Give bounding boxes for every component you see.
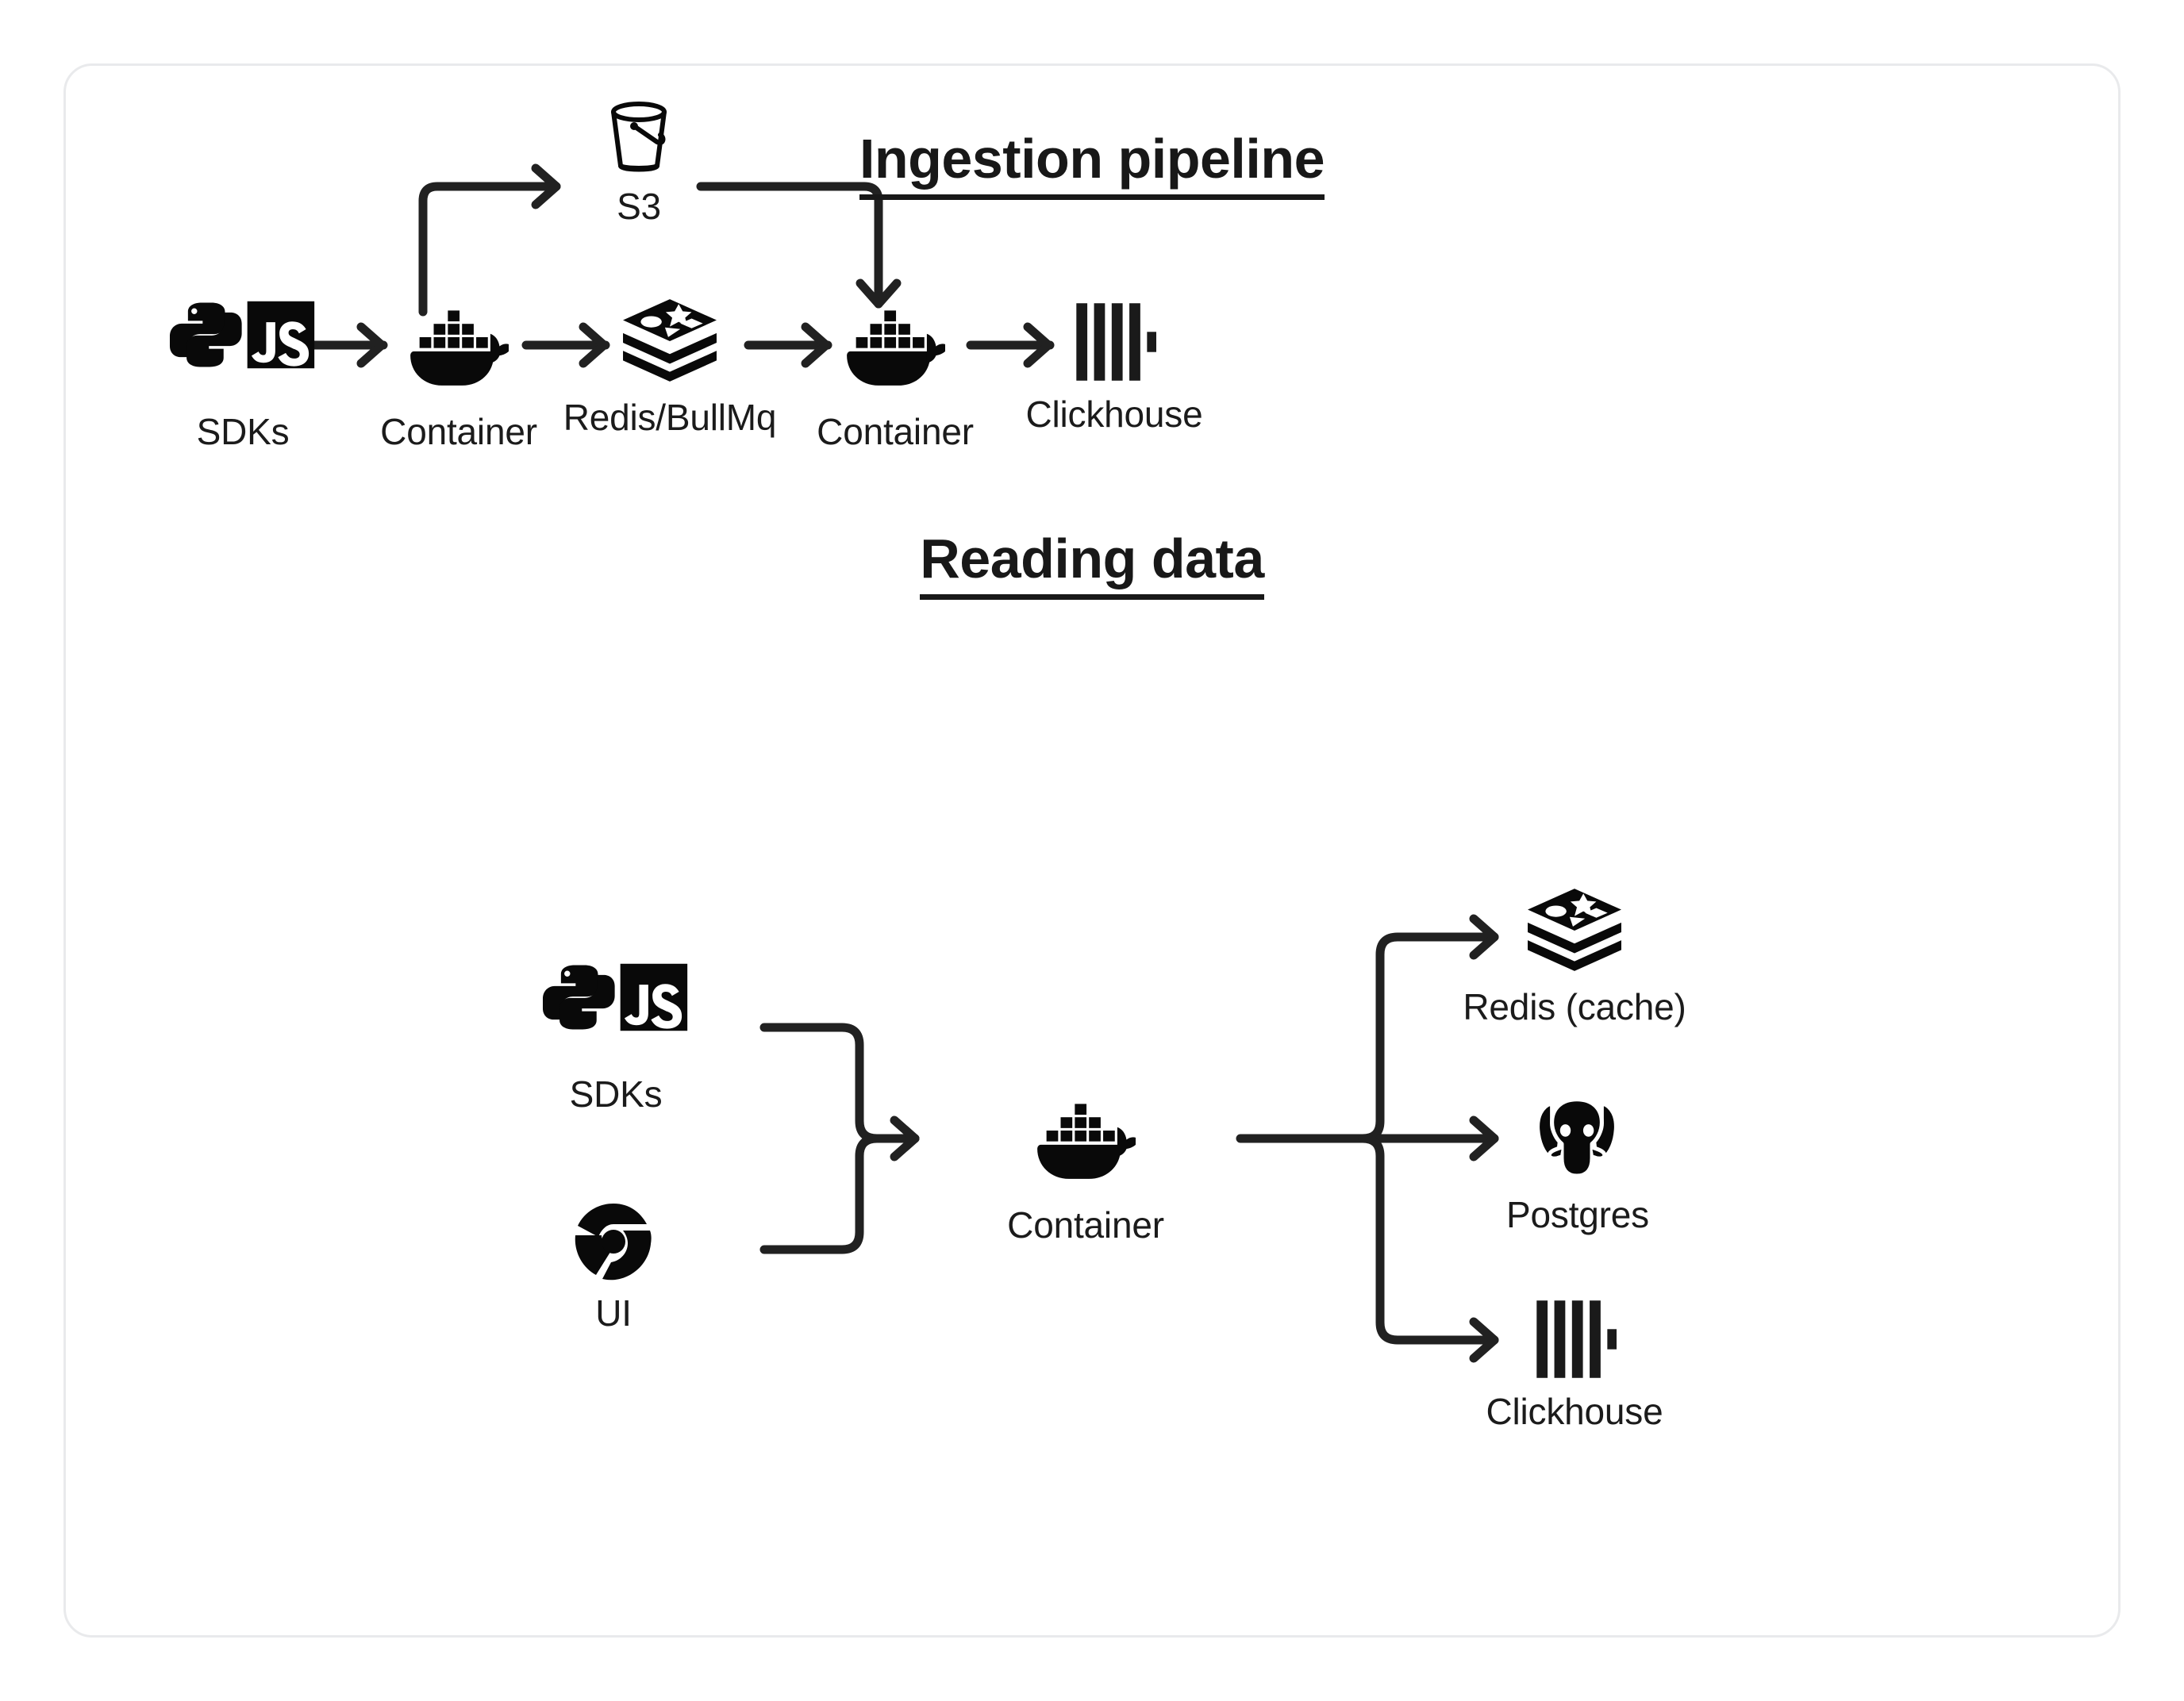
node-label: Container xyxy=(380,411,537,452)
edge-container-1-to-s3 xyxy=(418,163,561,317)
node-container-2[interactable]: Container xyxy=(796,300,994,453)
node-label: Container xyxy=(817,411,974,452)
node-label: Redis/BullMq xyxy=(563,397,777,438)
edge-redis-to-container-2 xyxy=(744,322,832,368)
node-clickhouse-ingestion[interactable]: Clickhouse xyxy=(1010,300,1218,436)
edge-container-2-to-clickhouse xyxy=(966,322,1055,368)
node-label: Container xyxy=(1007,1204,1164,1246)
edge-sdks-to-container-1 xyxy=(299,322,388,368)
section-title-reading: Reading data xyxy=(66,531,2118,600)
node-redis-cache[interactable]: Redis (cache) xyxy=(1447,887,1702,1028)
connector-layer xyxy=(169,66,1621,1378)
section-title-reading-text: Reading data xyxy=(920,531,1264,600)
node-s3[interactable]: S3 xyxy=(559,94,718,228)
edge-merge-to-container-3 xyxy=(759,1023,920,1254)
node-postgres[interactable]: Postgres xyxy=(1478,1094,1677,1236)
node-sdks-reading[interactable]: SDKs xyxy=(544,962,688,1115)
node-sdks-ingestion[interactable]: SDKs xyxy=(171,300,315,453)
node-label: S3 xyxy=(617,186,661,227)
edge-container-1-to-redis xyxy=(521,322,610,368)
diagram-card: Ingestion pipeline Reading data SDKs Con… xyxy=(63,63,2121,1638)
node-ui[interactable]: UI xyxy=(534,1200,693,1334)
node-label: SDKs xyxy=(196,411,290,452)
node-redis-bullmq[interactable]: Redis/BullMq xyxy=(558,298,782,439)
node-label: SDKs xyxy=(569,1073,663,1115)
node-label: Postgres xyxy=(1506,1194,1649,1235)
node-label: Clickhouse xyxy=(1025,394,1203,435)
section-title-ingestion-text: Ingestion pipeline xyxy=(859,131,1325,200)
node-container-1[interactable]: Container xyxy=(360,300,558,453)
node-container-3[interactable]: Container xyxy=(986,1093,1185,1246)
node-label: UI xyxy=(595,1292,632,1334)
edge-container-3-fanout xyxy=(1236,914,1499,1363)
node-label: Redis (cache) xyxy=(1463,986,1686,1027)
edge-s3-to-container-2 xyxy=(696,182,902,309)
node-clickhouse-reading[interactable]: Clickhouse xyxy=(1471,1297,1678,1433)
section-title-ingestion: Ingestion pipeline xyxy=(66,131,2118,200)
diagram-stage: Ingestion pipeline Reading data SDKs Con… xyxy=(66,66,2118,1635)
node-label: Clickhouse xyxy=(1486,1391,1663,1432)
